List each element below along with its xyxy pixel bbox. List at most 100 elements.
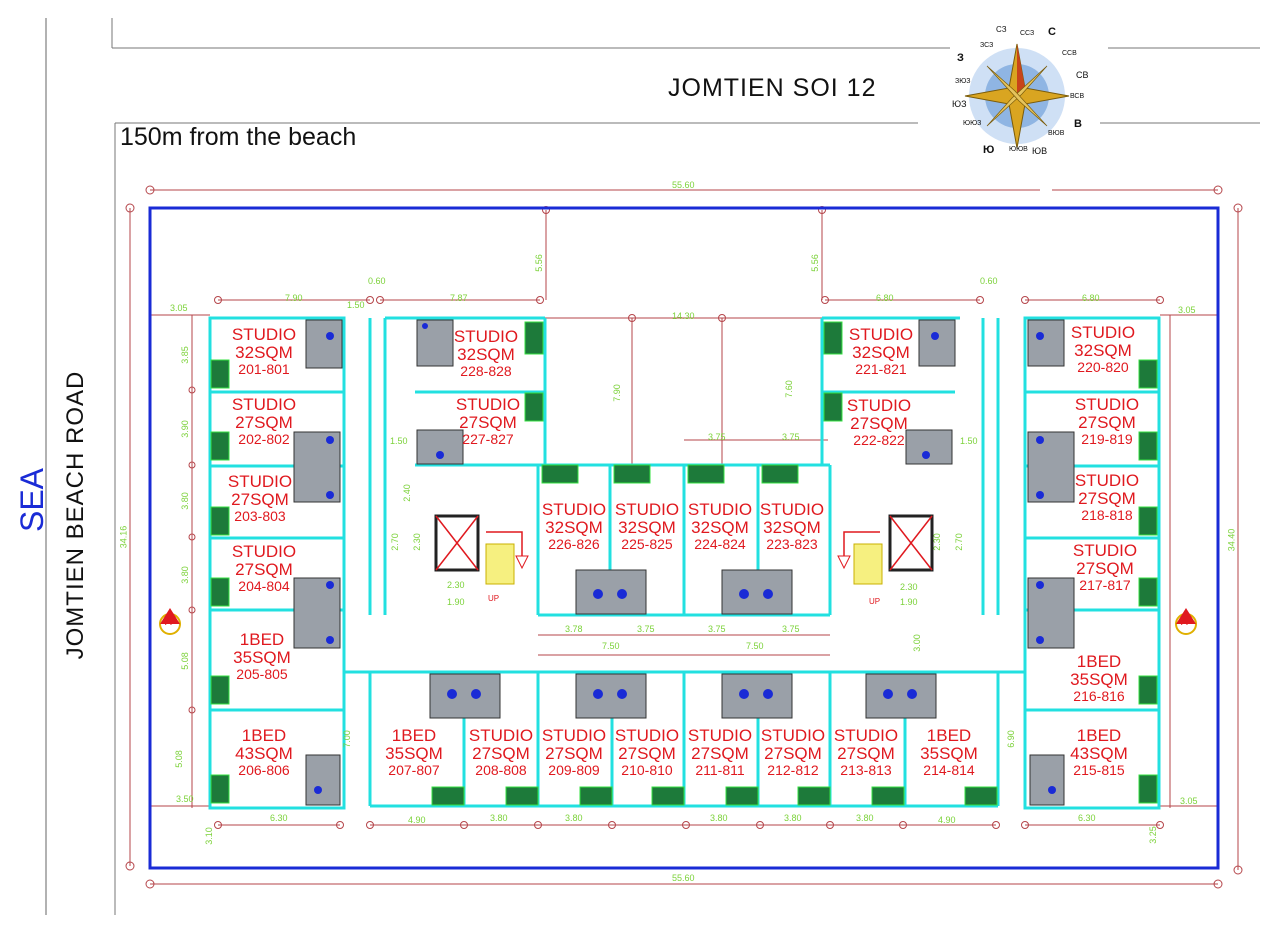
dim-1430: 14.30 [672,311,695,321]
dim-690: 6.90 [1005,730,1016,748]
dim-700: 7.00 [341,730,352,748]
dim-490-right: 4.90 [938,815,956,825]
dim-150-right: 1.50 [960,436,978,446]
dim-630-right: 6.30 [1078,813,1096,823]
dim-060-right: 0.60 [980,276,998,286]
dim-378: 3.78 [565,624,583,634]
compass-wnw: ЗСЗ [980,42,994,49]
stair-core-right [837,514,934,585]
compass-ne: СВ [1076,70,1089,80]
dim-230-right: 2.30 [900,582,918,592]
dim-total-width-top: 55.60 [672,180,695,190]
dim-230-left: 2.30 [447,580,465,590]
dim-790-v: 7.90 [611,384,622,402]
distance-label: 150m from the beach [120,123,357,151]
dim-680-left: 6.80 [876,293,894,303]
section-marker-left [159,608,181,635]
dim-270-left: 2.70 [389,533,400,551]
dim-380-c: 3.80 [490,813,508,823]
dim-230-left-v: 2.30 [411,533,422,551]
dim-305-br: 3.05 [1180,796,1198,806]
section-mark-right: A [1181,617,1188,628]
dim-total-height-right: 34.40 [1226,528,1237,552]
dim-760: 7.60 [783,380,794,398]
compass-ese: ВЮВ [1048,130,1065,137]
dim-190-left: 1.90 [447,597,465,607]
section-marker-right [1175,608,1197,635]
dim-508-a: 5.08 [179,652,190,670]
stair-up-right: UP [869,597,881,606]
stair-up-left: UP [488,594,500,603]
dim-380-f: 3.80 [784,813,802,823]
dim-total-width-bottom: 55.60 [672,873,695,883]
compass-n: С [1048,26,1056,38]
dim-230-right-v: 2.30 [931,533,942,551]
compass-rose [964,43,1070,149]
dim-375-a: 3.75 [708,432,726,442]
dim-680-right: 6.80 [1082,293,1100,303]
compass-se: ЮВ [1032,146,1048,156]
bathrooms [293,319,1075,806]
compass-nw: СЗ [996,25,1007,34]
dim-305-bl: 3.50 [176,794,194,804]
windows [210,321,1158,806]
compass-sse: ЮЮВ [1009,146,1028,153]
compass-e: В [1074,118,1082,130]
dim-310: 3.10 [203,827,214,845]
building-walls [208,316,1161,810]
compass-ene: ВСВ [1070,93,1085,100]
dim-750-a: 7.50 [602,641,620,651]
dim-380-a: 3.80 [179,492,190,510]
dim-150-left: 1.50 [390,436,408,446]
dim-380-e: 3.80 [710,813,728,823]
sea-label: SEA [14,467,50,533]
dim-375-e: 3.75 [782,624,800,634]
dim-305-tr: 3.05 [1178,305,1196,315]
dim-385: 3.85 [179,346,190,364]
dim-380-d: 3.80 [565,813,583,823]
dim-556-right: 5.56 [809,254,820,272]
dim-750-b: 7.50 [746,641,764,651]
site-boundary [148,206,1220,870]
dim-380-b: 3.80 [179,566,190,584]
compass-nnw: ССЗ [1020,30,1035,37]
dim-240: 2.40 [401,484,412,502]
dim-270-right: 2.70 [953,533,964,551]
compass-s: Ю [983,144,995,156]
dim-390: 3.90 [179,420,190,438]
dim-556-left: 5.56 [533,254,544,272]
beach-road-label: JOMTIEN BEACH ROAD [62,370,89,660]
dim-490-left: 4.90 [408,815,426,825]
dim-190-right: 1.90 [900,597,918,607]
compass-sw: ЮЗ [952,99,967,109]
compass-wsw: ЗЮЗ [955,78,971,85]
dim-150-top: 1.50 [347,300,365,310]
dim-790: 7.90 [285,293,303,303]
dim-375-b: 3.75 [782,432,800,442]
sanitary-fixtures [314,323,1056,794]
